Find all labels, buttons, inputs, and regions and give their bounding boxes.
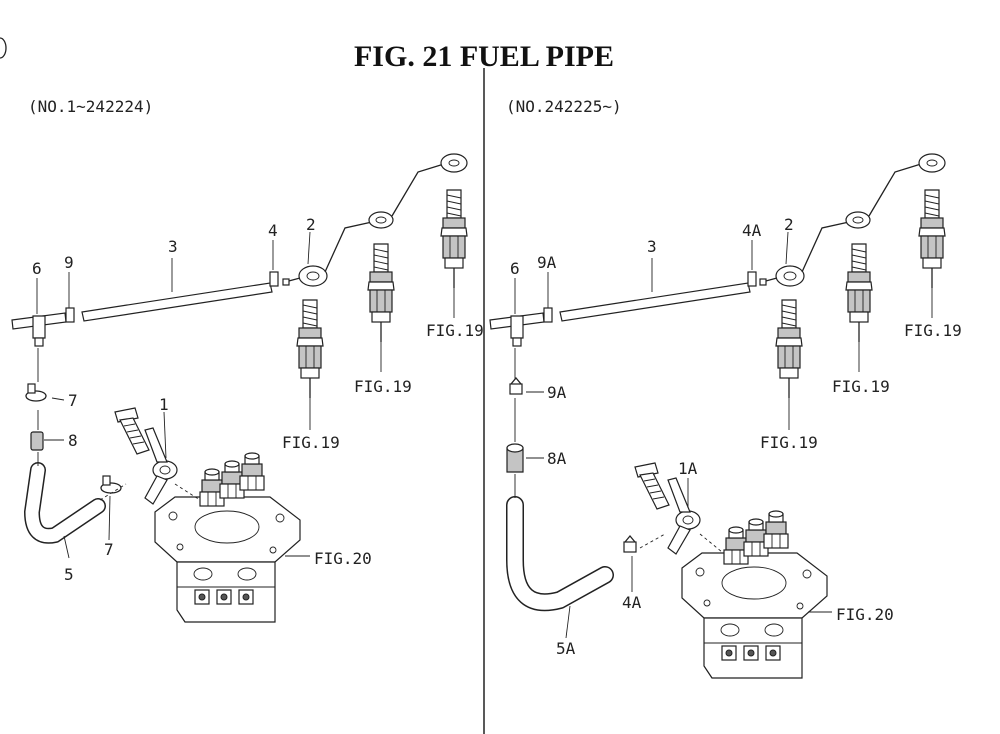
left-pipe-8 [30,431,44,451]
right-fuel-pipe [559,282,751,322]
right-clip-4a [747,271,757,287]
corner-mark [0,37,7,59]
left-clip-7b [100,475,122,494]
right-callout-4a: 4A [742,221,762,240]
right-leak-off-pipe [759,153,946,287]
left-nozzle-2 [367,243,395,343]
right-nozzle-3 [918,189,946,289]
figure-title: FIG. 21 FUEL PIPE [353,40,615,73]
right-eye-joint-1a [667,477,701,555]
right-serial-range: (NO.242225~) [506,97,622,116]
right-clip-9a [543,307,553,323]
left-nozzle-3 [440,189,468,289]
left-callout-5: 5 [64,565,74,584]
right-ref-nozzle-b: FIG.19 [832,377,890,396]
right-nozzle-2 [845,243,873,343]
left-callout-3: 3 [168,237,178,256]
right-panel: (NO.242225~) [489,97,962,679]
left-eye-joint-1 [144,427,178,505]
left-nozzle-1 [296,299,324,399]
right-ref-pump: FIG.20 [836,605,894,624]
left-callout-7b: 7 [104,540,114,559]
left-ref-pump: FIG.20 [314,549,372,568]
left-ref-nozzle-b: FIG.19 [354,377,412,396]
left-callout-9: 9 [64,253,74,272]
left-ref-nozzle-c: FIG.19 [426,321,484,340]
right-tee-joint [489,312,545,347]
left-clip-4 [269,271,279,287]
left-callout-7a: 7 [68,391,78,410]
left-fuel-pipe [81,282,273,322]
left-fuel-pump [154,496,301,623]
right-clip-9a-lower [509,376,523,395]
right-callout-4a-lower: 4A [622,593,642,612]
right-callout-5a: 5A [556,639,576,658]
left-callout-2: 2 [306,215,316,234]
left-clip-7a [25,383,47,402]
left-tee-joint [11,312,67,347]
left-clip-9 [65,307,75,323]
left-callout-4: 4 [268,221,278,240]
right-ref-nozzle-a: FIG.19 [760,433,818,452]
right-clip-4a-lower [623,534,637,553]
left-ref-nozzle-a: FIG.19 [282,433,340,452]
right-callout-2: 2 [784,215,794,234]
left-panel: (NO.1~242224) [11,97,484,623]
right-callout-1a: 1A [678,459,698,478]
right-callout-6: 6 [510,259,520,278]
right-callout-9a-lower: 9A [547,383,567,402]
left-callout-6: 6 [32,259,42,278]
right-fuel-pump [681,552,828,679]
right-banjo-bolt [634,462,670,510]
right-ref-nozzle-c: FIG.19 [904,321,962,340]
left-banjo-bolt [114,407,150,455]
right-callout-3: 3 [647,237,657,256]
left-serial-range: (NO.1~242224) [28,97,153,116]
right-callout-9a: 9A [537,253,557,272]
right-callout-8a: 8A [547,449,567,468]
left-leak-off-pipe [282,153,468,287]
left-callout-8: 8 [68,431,78,450]
left-callout-1: 1 [159,395,169,414]
right-nozzle-1 [775,299,803,399]
